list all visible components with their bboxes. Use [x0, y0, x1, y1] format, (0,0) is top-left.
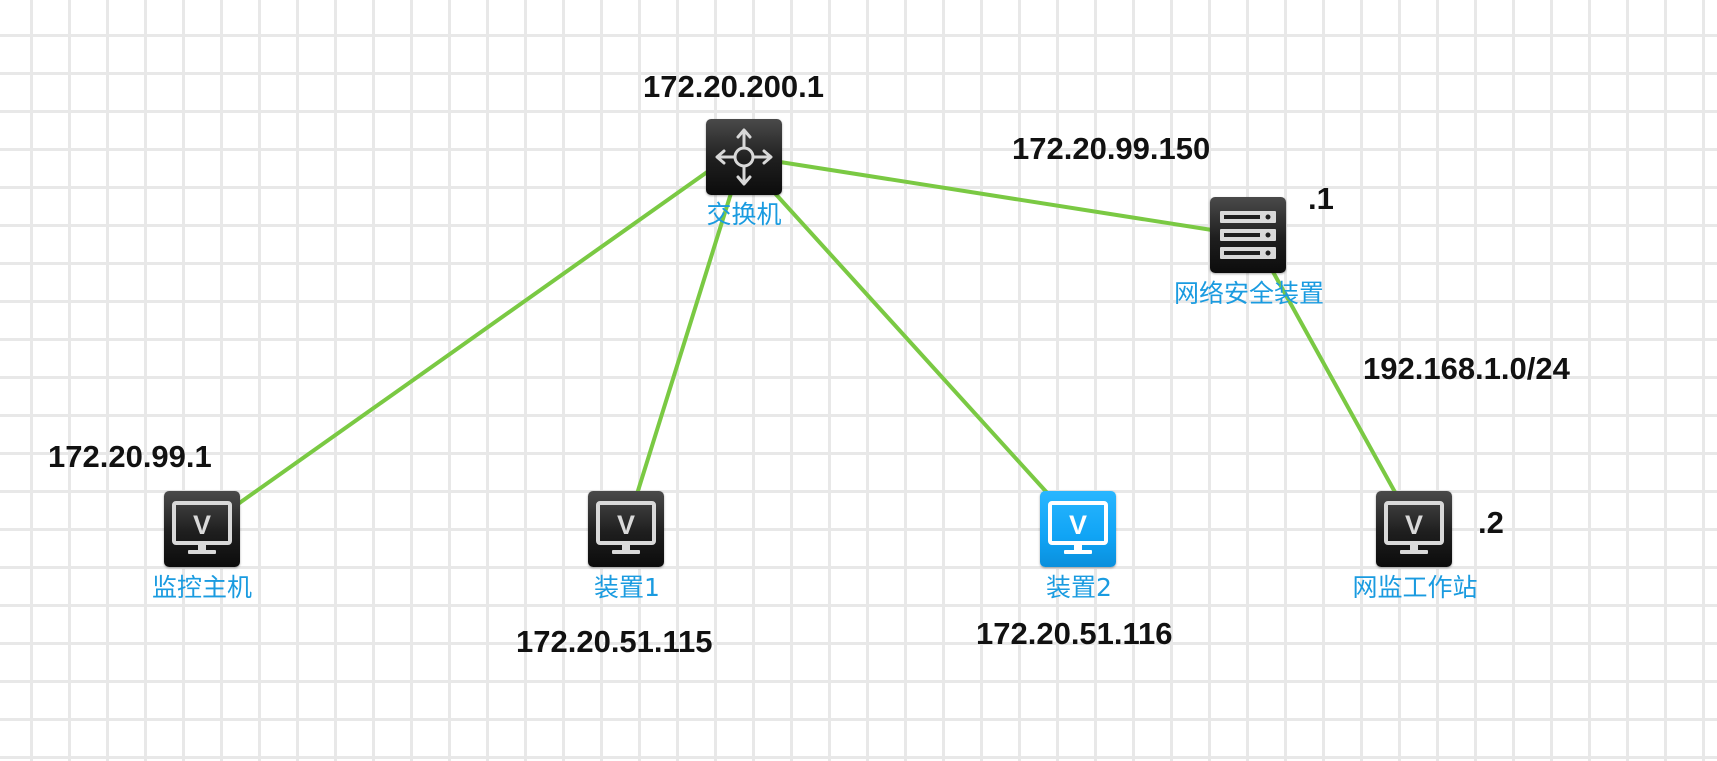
vm-monitor-icon: V [1384, 501, 1444, 554]
svg-text:V: V [1069, 510, 1087, 540]
switch-ip: 172.20.200.1 [643, 69, 825, 104]
link-switch-monitor[interactable] [236, 168, 712, 506]
link-switch-device2[interactable] [770, 188, 1052, 498]
link-security-workstation[interactable] [1270, 269, 1398, 495]
workstation-port: .2 [1478, 505, 1504, 540]
device2-ip: 172.20.51.116 [976, 616, 1173, 651]
vm-monitor-icon: V [172, 501, 232, 554]
workstation-label: 网监工作站 [1352, 573, 1478, 602]
vm-monitor-icon: V [1048, 501, 1108, 554]
security-device-ip: 172.20.99.150 [1012, 131, 1211, 166]
svg-text:V: V [1405, 510, 1423, 540]
monitor-host-label: 监控主机 [151, 573, 253, 602]
svg-text:V: V [193, 510, 211, 540]
device1-node[interactable]: V [588, 491, 664, 567]
link-switch-security[interactable] [779, 160, 1213, 232]
monitor-host-node[interactable]: V [164, 491, 240, 567]
device2-node[interactable]: V [1040, 491, 1116, 567]
server-rack-icon [1220, 211, 1276, 259]
link-switch-device1[interactable] [635, 189, 734, 495]
security-device-label: 网络安全装置 [1173, 279, 1325, 308]
monitor-host-ip: 172.20.99.1 [48, 439, 212, 474]
device2-label: 装置2 [1046, 573, 1112, 602]
security-device-node[interactable] [1210, 197, 1286, 273]
switch-node[interactable] [706, 119, 782, 195]
subnet-label: 192.168.1.0/24 [1363, 351, 1570, 386]
device1-ip: 172.20.51.115 [516, 624, 713, 659]
switch-label: 交换机 [706, 200, 782, 229]
vm-monitor-icon: V [596, 501, 656, 554]
security-device-port: .1 [1308, 181, 1334, 216]
svg-text:V: V [617, 510, 635, 540]
device1-label: 装置1 [594, 573, 660, 602]
workstation-node[interactable]: V [1376, 491, 1452, 567]
router-arrows-icon [715, 128, 773, 186]
